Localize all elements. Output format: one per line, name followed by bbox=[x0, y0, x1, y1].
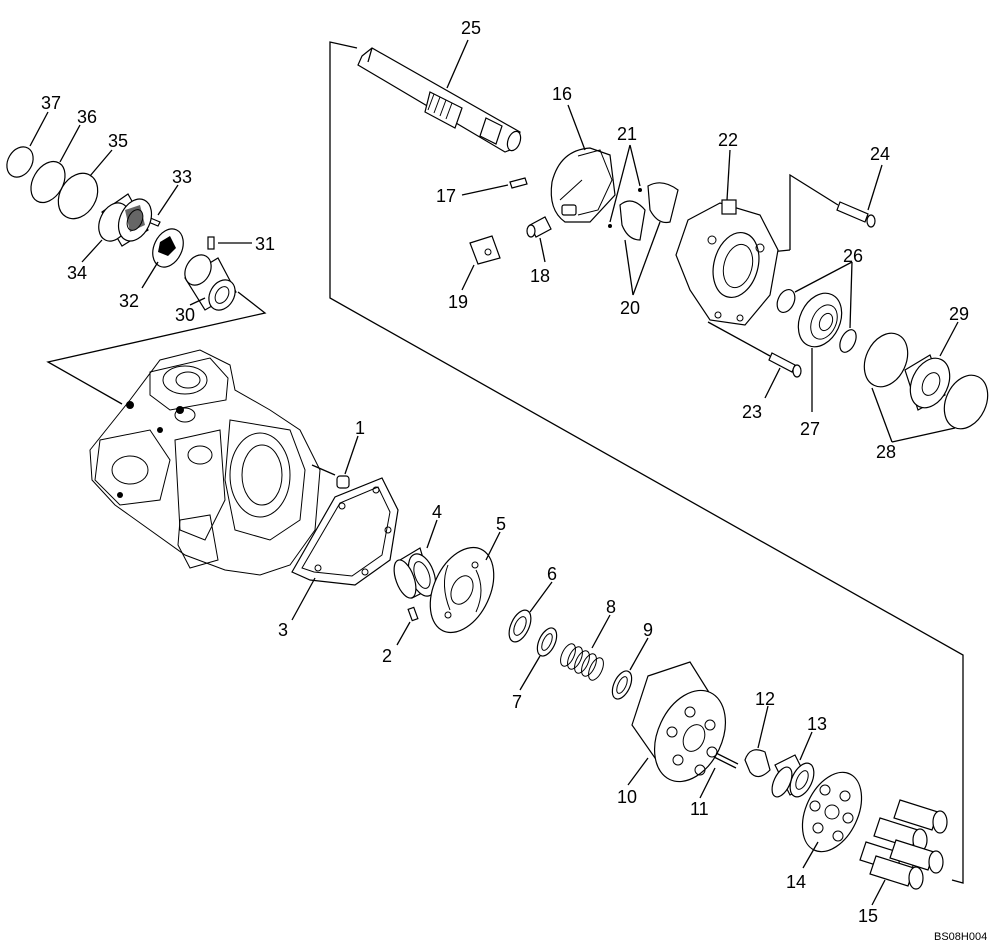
part-4-bearing bbox=[393, 519, 438, 599]
callout-15: 15 bbox=[858, 906, 878, 926]
callout-6: 6 bbox=[547, 564, 557, 584]
part-11-pin bbox=[699, 752, 739, 799]
part-6-washer bbox=[508, 581, 553, 643]
part-37-o-ring bbox=[6, 111, 49, 178]
callout-22: 22 bbox=[718, 130, 738, 150]
part-23-bolt bbox=[707, 321, 802, 399]
callout-30: 30 bbox=[175, 305, 195, 325]
callout-labels: 1 2 3 4 5 6 7 8 9 10 11 12 13 14 15 16 1… bbox=[41, 18, 969, 926]
callout-31: 31 bbox=[255, 234, 275, 254]
callout-14: 14 bbox=[786, 872, 806, 892]
part-20-21-saddle-bearings bbox=[608, 144, 679, 296]
part-25-drive-shaft bbox=[357, 39, 522, 153]
callout-17: 17 bbox=[436, 186, 456, 206]
callout-2: 2 bbox=[382, 646, 392, 666]
callout-11: 11 bbox=[690, 799, 709, 819]
part-3-gasket bbox=[291, 477, 399, 621]
callout-13: 13 bbox=[807, 714, 827, 734]
part-28-snap-rings bbox=[863, 332, 989, 443]
part-16-swashplate bbox=[550, 104, 616, 223]
callout-32: 32 bbox=[119, 291, 139, 311]
part-14-retainer-plate bbox=[801, 771, 863, 869]
pump-assembly-bracket bbox=[46, 291, 267, 405]
callout-23: 23 bbox=[742, 402, 762, 422]
callout-28: 28 bbox=[876, 442, 896, 462]
part-22-end-cover bbox=[675, 149, 779, 326]
part-1-plug bbox=[336, 435, 359, 489]
part-19-slide-block bbox=[461, 235, 501, 291]
part-32-gerotor bbox=[141, 228, 184, 289]
assembly-bracket-outline bbox=[329, 41, 964, 884]
callout-19: 19 bbox=[448, 292, 468, 312]
part-31-pin bbox=[207, 236, 252, 250]
pump-housing bbox=[89, 349, 336, 576]
part-13-bearing bbox=[771, 731, 815, 798]
part-30-coupling bbox=[184, 254, 237, 311]
callout-12: 12 bbox=[755, 689, 775, 709]
callout-4: 4 bbox=[432, 502, 442, 522]
callout-29: 29 bbox=[949, 304, 969, 324]
part-29-seal bbox=[904, 321, 959, 411]
callout-18: 18 bbox=[530, 266, 550, 286]
callout-1: 1 bbox=[355, 418, 365, 438]
callout-21: 21 bbox=[617, 124, 637, 144]
callout-25: 25 bbox=[461, 18, 481, 38]
callout-7: 7 bbox=[512, 692, 522, 712]
part-36-o-ring bbox=[30, 124, 81, 204]
reference-code: BS08H004 bbox=[934, 931, 987, 943]
callout-37: 37 bbox=[41, 93, 61, 113]
part-5-port-plate bbox=[429, 531, 501, 634]
part-26-o-rings bbox=[776, 261, 857, 353]
part-34-charge-pump-body bbox=[81, 193, 153, 263]
callout-16: 16 bbox=[552, 84, 572, 104]
callout-36: 36 bbox=[77, 107, 97, 127]
callout-35: 35 bbox=[108, 131, 128, 151]
callout-26: 26 bbox=[843, 246, 863, 266]
callout-33: 33 bbox=[172, 167, 192, 187]
callout-10: 10 bbox=[617, 787, 637, 807]
callout-24: 24 bbox=[870, 144, 890, 164]
part-9-ring bbox=[611, 637, 649, 700]
part-15-pistons bbox=[859, 799, 948, 906]
callout-27: 27 bbox=[800, 419, 820, 439]
part-17-key bbox=[461, 177, 528, 196]
part-8-spring bbox=[560, 614, 611, 681]
part-24-bolt bbox=[836, 164, 883, 228]
callout-34: 34 bbox=[67, 263, 87, 283]
part-2-pin bbox=[396, 606, 419, 646]
callout-5: 5 bbox=[496, 514, 506, 534]
part-12-retainer bbox=[744, 705, 771, 778]
callout-8: 8 bbox=[606, 597, 616, 617]
part-7-ring bbox=[519, 627, 558, 691]
callout-9: 9 bbox=[643, 620, 653, 640]
callout-3: 3 bbox=[278, 620, 288, 640]
part-27-bearing bbox=[797, 292, 843, 412]
part-10-cylinder-block bbox=[627, 661, 726, 786]
part-18-pin bbox=[526, 216, 552, 263]
callout-20: 20 bbox=[620, 298, 640, 318]
